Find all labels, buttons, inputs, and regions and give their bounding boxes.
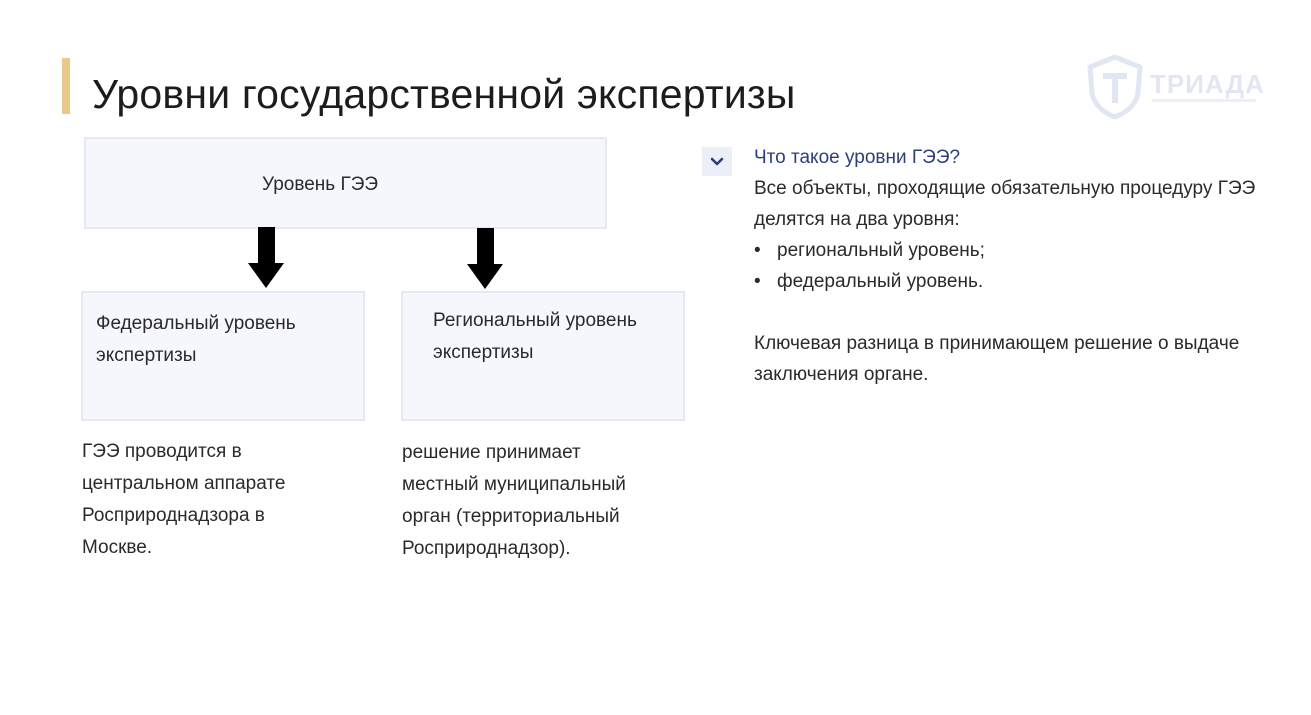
top-level-label: Уровень ГЭЭ (262, 174, 379, 195)
shield-t-icon (1087, 55, 1143, 119)
federal-level-label: Федеральный уровень экспертизы (96, 313, 296, 366)
faq-intro: Все объекты, проходящие обязательную про… (754, 178, 1256, 230)
arrow-down-icon (467, 228, 504, 291)
company-logo: ТРИАДА (1086, 55, 1266, 119)
arrow-down-icon (248, 227, 285, 288)
federal-level-box: Федеральный уровень экспертизы (81, 291, 365, 421)
faq-conclusion: Ключевая разница в принимающем решение о… (754, 333, 1240, 385)
logo-text: ТРИАДА (1150, 69, 1265, 99)
faq-answer: Все объекты, проходящие обязательную про… (754, 173, 1274, 390)
faq-question[interactable]: Что такое уровни ГЭЭ? (754, 147, 961, 168)
page-title: Уровни государственной экспертизы (92, 71, 796, 117)
federal-level-description: ГЭЭ проводится в центральном аппарате Ро… (82, 441, 286, 558)
regional-level-label: Региональный уровень экспертизы (433, 310, 637, 363)
chevron-down-icon (710, 157, 724, 165)
top-level-box: Уровень ГЭЭ (84, 137, 607, 229)
regional-level-description: решение принимает местный муниципальный … (402, 442, 626, 559)
title-accent-bar (62, 58, 70, 114)
list-item: федеральный уровень. (754, 266, 1274, 297)
faq-toggle-button[interactable] (702, 147, 732, 176)
faq-list: региональный уровень; федеральный уровен… (754, 235, 1274, 297)
list-item: региональный уровень; (754, 235, 1274, 266)
logo-tagline (1152, 99, 1256, 102)
regional-level-box: Региональный уровень экспертизы (401, 291, 685, 421)
